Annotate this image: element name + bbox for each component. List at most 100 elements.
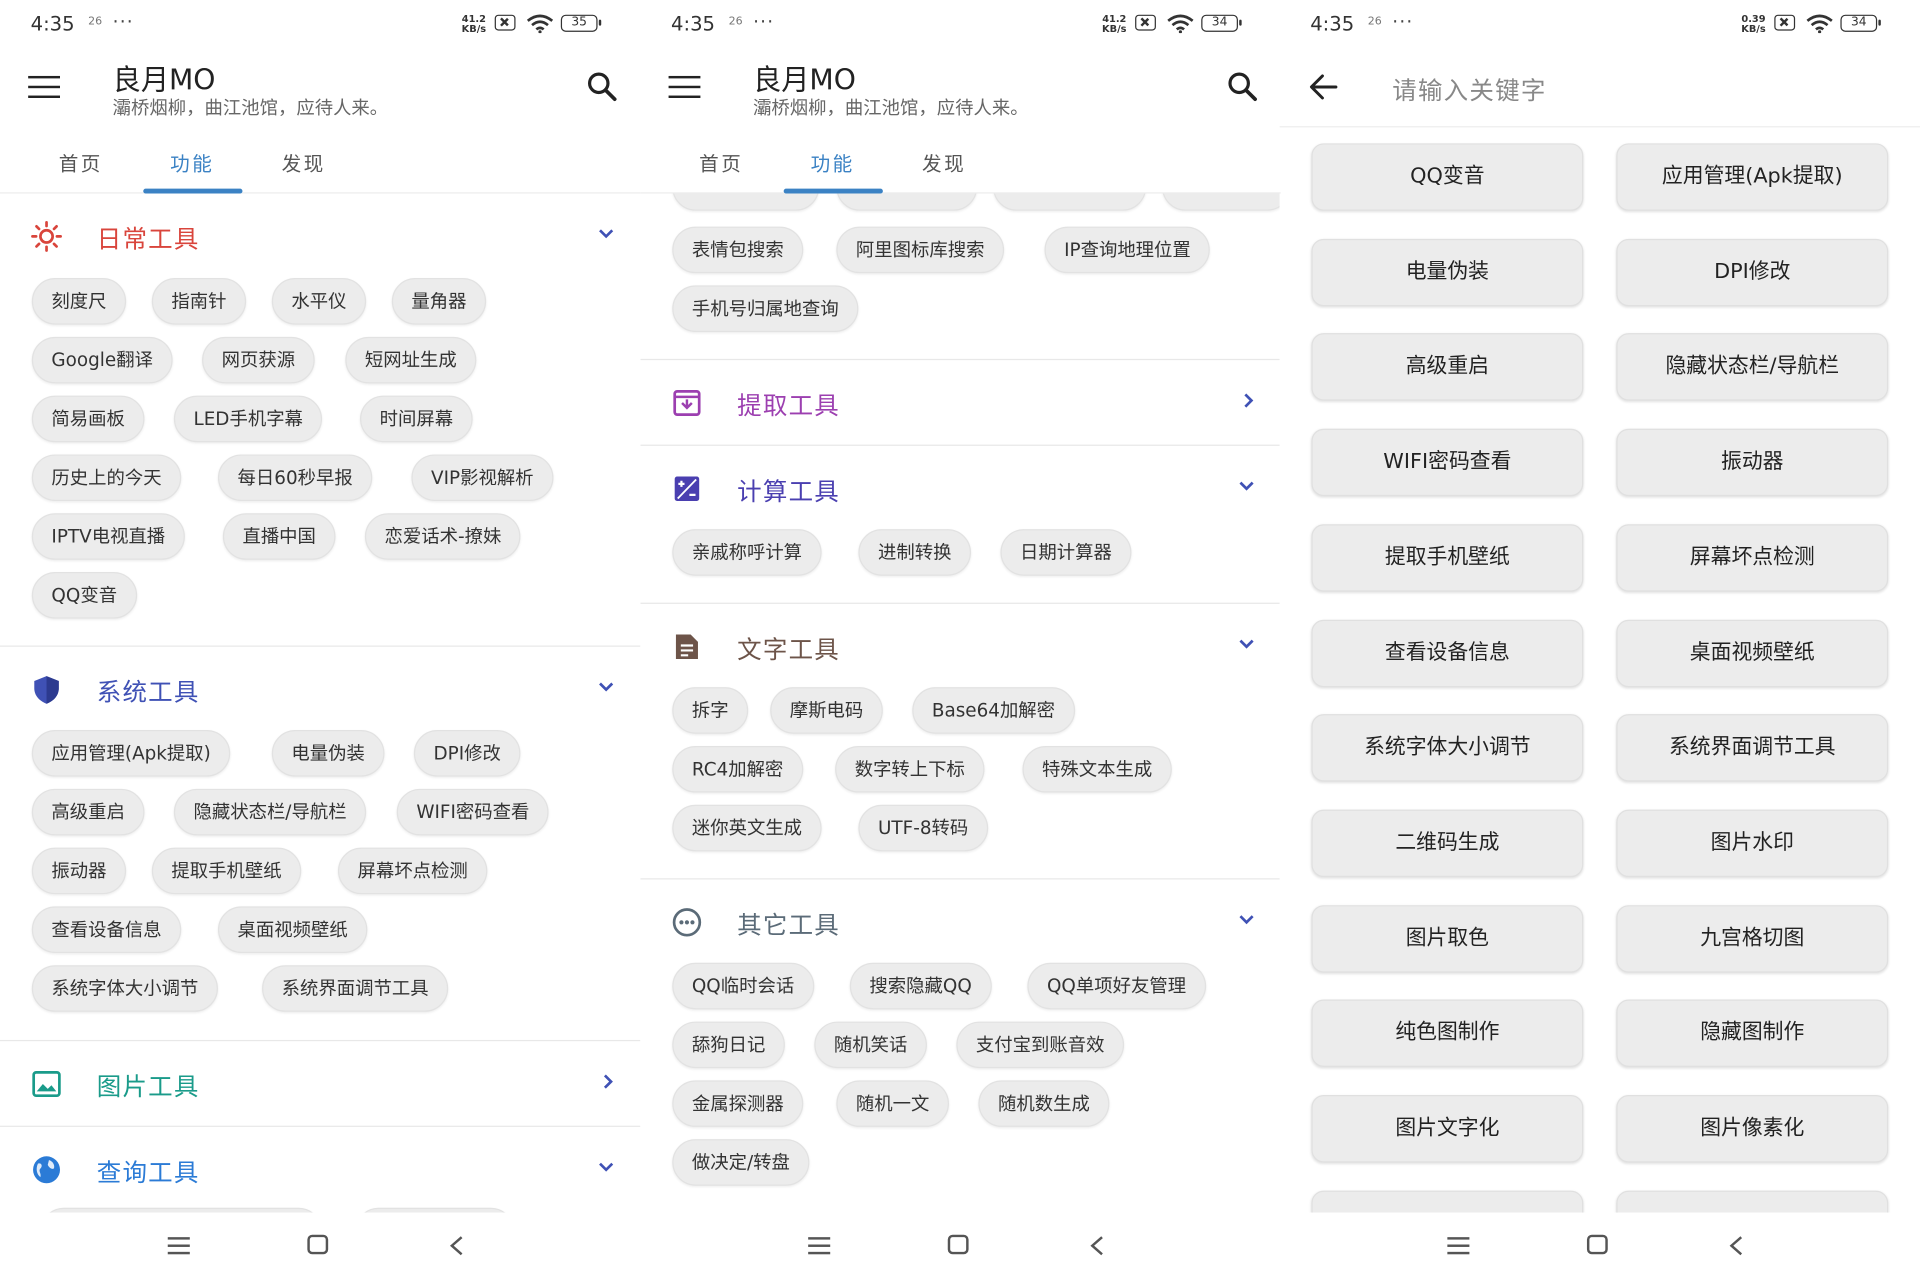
- tool-chip-partial[interactable]: [1162, 193, 1281, 211]
- tool-chip[interactable]: Base64加解密: [912, 687, 1075, 734]
- result-button[interactable]: 系统字体大小调节: [1311, 714, 1584, 782]
- result-button[interactable]: 图片取色: [1311, 904, 1584, 973]
- tool-chip[interactable]: 刻度尺: [31, 278, 127, 325]
- nav-recents-icon[interactable]: [808, 1237, 831, 1255]
- tool-chip[interactable]: 电量伪装: [271, 730, 385, 777]
- result-button[interactable]: 振动器: [1616, 428, 1889, 497]
- nav-home-icon[interactable]: [1586, 1234, 1608, 1255]
- tool-chip[interactable]: QQ临时会话: [672, 962, 814, 1010]
- result-button-partial[interactable]: [1311, 1190, 1584, 1213]
- tool-chip-partial[interactable]: [672, 193, 820, 211]
- menu-icon[interactable]: [668, 75, 701, 98]
- chevron-right-icon[interactable]: [1240, 392, 1257, 409]
- tool-chip[interactable]: 时间屏幕: [360, 395, 473, 443]
- section-other-tools[interactable]: 其它工具: [640, 879, 1280, 965]
- tool-chip[interactable]: 桌面视频壁纸: [217, 906, 368, 953]
- tool-chip[interactable]: 高级重启: [31, 788, 145, 836]
- result-button[interactable]: 系统界面调节工具: [1616, 714, 1889, 782]
- result-button[interactable]: DPI修改: [1616, 238, 1889, 306]
- tool-chip-partial[interactable]: [993, 193, 1147, 211]
- chevron-down-icon[interactable]: [598, 228, 615, 240]
- tool-chip[interactable]: 手机号归属地查询: [672, 285, 859, 332]
- result-button[interactable]: QQ变音: [1311, 143, 1584, 211]
- chevron-down-icon[interactable]: [598, 1161, 615, 1173]
- search-input[interactable]: 请输入关键字: [1392, 75, 1547, 106]
- tool-chip[interactable]: WIFI密码查看: [396, 788, 549, 836]
- tool-chip-partial[interactable]: [836, 193, 978, 211]
- tool-chip[interactable]: 简易画板: [31, 395, 145, 443]
- tool-chip[interactable]: IP查询地理位置: [1044, 226, 1211, 274]
- tool-chip[interactable]: 摩斯电码: [770, 687, 883, 734]
- tool-chip[interactable]: LED手机字幕: [173, 395, 323, 443]
- tool-chip[interactable]: DPI修改: [413, 730, 521, 777]
- section-system-tools[interactable]: 系统工具: [0, 647, 640, 733]
- result-button[interactable]: 电量伪装: [1311, 238, 1584, 306]
- nav-recents-icon[interactable]: [1447, 1237, 1470, 1255]
- nav-home-icon[interactable]: [307, 1234, 329, 1255]
- result-button[interactable]: 图片文字化: [1311, 1095, 1584, 1163]
- search-icon[interactable]: [587, 71, 619, 103]
- tool-chip[interactable]: 搜索隐藏QQ: [849, 962, 992, 1010]
- tab-functions[interactable]: 功能: [170, 151, 215, 176]
- chevron-down-icon[interactable]: [1238, 914, 1255, 926]
- tool-chip[interactable]: 阿里图标库搜索: [836, 226, 1005, 274]
- result-button[interactable]: 应用管理(Apk提取): [1616, 143, 1889, 211]
- tab-home[interactable]: 首页: [699, 151, 744, 176]
- result-button[interactable]: 隐藏图制作: [1616, 999, 1889, 1068]
- result-button[interactable]: 二维码生成: [1311, 809, 1584, 877]
- tool-chip[interactable]: QQ单项好友管理: [1027, 962, 1206, 1010]
- tool-chip[interactable]: 应用管理(Apk提取): [31, 730, 231, 777]
- nav-recents-icon[interactable]: [167, 1237, 190, 1255]
- tool-chip[interactable]: 系统字体大小调节: [31, 965, 218, 1012]
- tool-chip[interactable]: 量角器: [391, 278, 487, 325]
- tool-chip[interactable]: 每日60秒早报: [217, 454, 373, 501]
- result-button[interactable]: 查看设备信息: [1311, 619, 1584, 687]
- tool-chip[interactable]: RC4加解密: [672, 745, 803, 793]
- result-button[interactable]: 高级重启: [1311, 333, 1584, 402]
- tool-chip[interactable]: 振动器: [31, 847, 127, 895]
- section-query-tools[interactable]: 查询工具: [0, 1127, 640, 1213]
- result-button[interactable]: 屏幕坏点检测: [1616, 524, 1889, 592]
- nav-back-icon[interactable]: [1728, 1235, 1745, 1257]
- tool-chip[interactable]: 日期计算器: [1000, 529, 1132, 576]
- tool-chip[interactable]: 指南针: [151, 278, 247, 325]
- section-text-tools[interactable]: 文字工具: [640, 604, 1280, 690]
- tool-chip[interactable]: 进制转换: [858, 529, 972, 576]
- tool-chip[interactable]: 做决定/转盘: [672, 1139, 810, 1186]
- result-button-partial[interactable]: [1616, 1190, 1889, 1213]
- tab-home[interactable]: 首页: [58, 151, 103, 176]
- tab-discover[interactable]: 发现: [281, 151, 326, 176]
- tool-chip[interactable]: 舔狗日记: [672, 1021, 785, 1069]
- section-extract-tools[interactable]: 提取工具: [640, 360, 1280, 446]
- tool-chip[interactable]: 屏幕坏点检测: [337, 847, 488, 895]
- tool-chip[interactable]: 提取手机壁纸: [151, 847, 302, 895]
- tool-chip[interactable]: 短网址生成: [345, 336, 477, 384]
- tool-chip[interactable]: Google翻译: [31, 336, 173, 384]
- tool-chip[interactable]: 水平仪: [271, 278, 367, 325]
- chevron-down-icon[interactable]: [598, 681, 615, 693]
- tool-chip[interactable]: 金属探测器: [672, 1080, 804, 1127]
- search-icon[interactable]: [1227, 71, 1259, 103]
- result-button[interactable]: 隐藏状态栏/导航栏: [1616, 333, 1889, 402]
- result-button[interactable]: WIFI密码查看: [1311, 428, 1584, 497]
- menu-icon[interactable]: [28, 75, 61, 98]
- chevron-down-icon[interactable]: [1238, 480, 1255, 492]
- search-results-grid[interactable]: QQ变音应用管理(Apk提取) 电量伪装 DPI修改高级重启隐藏状态栏/导航栏 WIF…: [1280, 127, 1920, 1213]
- result-button[interactable]: 图片水印: [1616, 809, 1889, 877]
- result-button[interactable]: 九宫格切图: [1616, 904, 1889, 973]
- tool-chip[interactable]: 迷你英文生成: [672, 804, 822, 852]
- tool-chip[interactable]: 随机一文: [836, 1080, 950, 1127]
- tool-chip[interactable]: VIP影视解析: [411, 454, 554, 501]
- tool-chip[interactable]: 随机笑话: [814, 1021, 927, 1069]
- tool-chip[interactable]: 随机数生成: [978, 1080, 1110, 1127]
- tab-functions[interactable]: 功能: [810, 151, 855, 176]
- section-daily-tools[interactable]: 日常工具: [0, 194, 640, 280]
- nav-back-icon[interactable]: [448, 1235, 465, 1257]
- result-button[interactable]: 桌面视频壁纸: [1616, 619, 1889, 687]
- result-button[interactable]: 提取手机壁纸: [1311, 524, 1584, 592]
- tool-chip[interactable]: 直播中国: [222, 513, 336, 560]
- tool-chip[interactable]: 系统界面调节工具: [262, 965, 449, 1012]
- section-image-tools[interactable]: 图片工具: [0, 1041, 640, 1127]
- tool-chip[interactable]: 数字转上下标: [835, 745, 985, 793]
